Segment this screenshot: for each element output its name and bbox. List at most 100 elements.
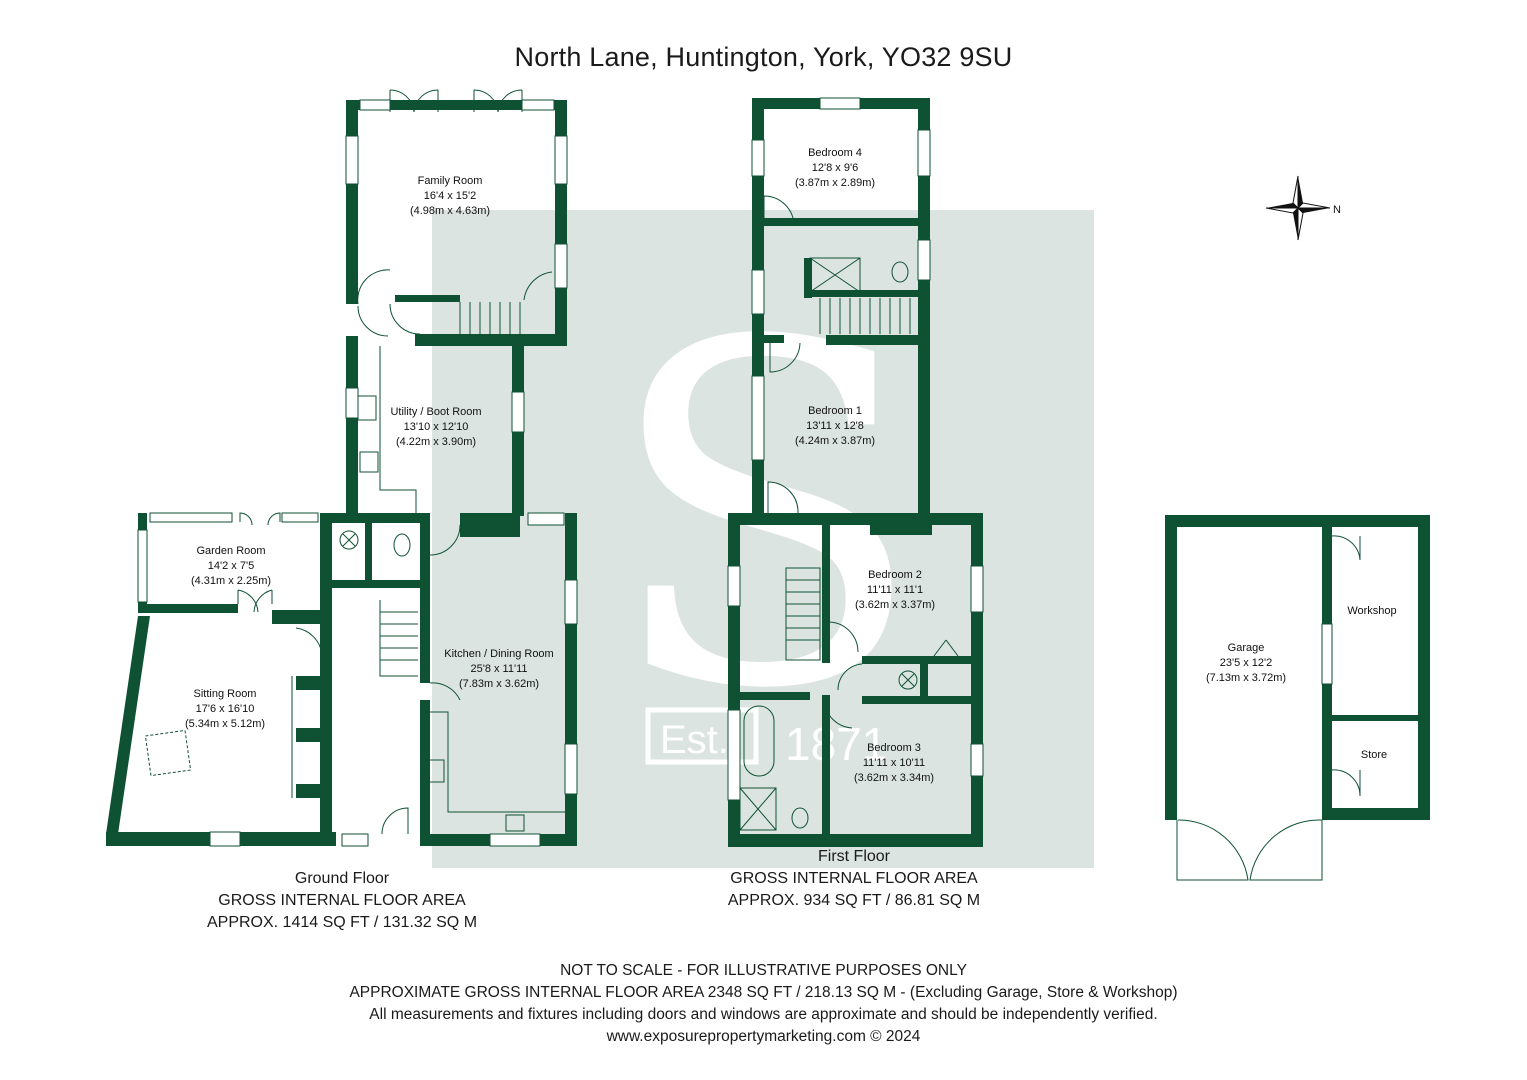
- watermark-est-box: [645, 707, 759, 765]
- window: [917, 239, 931, 281]
- shower-tray: [739, 787, 777, 831]
- wall: [804, 258, 812, 298]
- footer-line: NOT TO SCALE - FOR ILLUSTRATIVE PURPOSES…: [560, 962, 967, 979]
- window: [727, 565, 741, 607]
- door: [823, 699, 853, 729]
- window: [345, 387, 359, 419]
- wall: [740, 692, 810, 700]
- ground-floor-area-label: Ground Floor GROSS INTERNAL FLOOR AREA A…: [206, 870, 478, 931]
- wall: [346, 100, 358, 304]
- door: [769, 342, 801, 373]
- wall: [764, 218, 918, 226]
- window: [1321, 623, 1333, 685]
- door: [389, 303, 421, 335]
- window: [751, 375, 765, 461]
- stairs: [785, 567, 821, 661]
- door: [239, 512, 253, 526]
- door: [413, 89, 439, 113]
- wall: [826, 335, 926, 345]
- door: [497, 89, 523, 113]
- door: [357, 305, 389, 337]
- garage-doors: [1176, 819, 1323, 881]
- window: [554, 135, 568, 185]
- wall: [420, 700, 430, 846]
- wall: [918, 98, 930, 516]
- hob: [359, 451, 379, 473]
- wall: [971, 513, 983, 847]
- window: [751, 269, 765, 315]
- wall: [1322, 808, 1430, 820]
- footer-website-link[interactable]: www.exposurepropertymarketing.com © 2024: [606, 1028, 921, 1045]
- wall: [1165, 515, 1177, 820]
- wall: [460, 513, 520, 537]
- wc: [791, 807, 809, 829]
- wall: [420, 513, 430, 683]
- watermark-year: 1871: [785, 718, 887, 770]
- window: [727, 709, 741, 801]
- wall: [1332, 715, 1422, 721]
- window: [564, 743, 578, 795]
- wall: [1165, 808, 1177, 820]
- wall: [804, 290, 918, 297]
- boiler: [898, 670, 918, 690]
- window: [281, 512, 319, 523]
- stairs: [379, 600, 418, 677]
- door: [267, 512, 281, 526]
- window: [345, 135, 359, 185]
- wall: [395, 295, 460, 302]
- wc: [891, 261, 909, 283]
- wall: [272, 610, 332, 624]
- wall: [415, 334, 567, 346]
- wall: [332, 580, 422, 588]
- door: [1331, 769, 1361, 797]
- wall: [764, 335, 784, 343]
- wall: [1418, 515, 1430, 820]
- wall: [822, 695, 830, 835]
- wall: [346, 100, 567, 110]
- worktop: [379, 346, 417, 513]
- wall: [365, 523, 372, 588]
- first-floor-area-label: First Floor GROSS INTERNAL FLOOR AREA AP…: [727, 848, 981, 909]
- compass-north-label: N: [1333, 204, 1341, 216]
- window: [149, 512, 233, 523]
- wall: [296, 676, 326, 690]
- cupboard-door: [933, 639, 959, 657]
- window: [564, 579, 578, 625]
- window: [970, 565, 984, 613]
- wall: [565, 513, 577, 846]
- window: [489, 833, 541, 847]
- wall: [346, 336, 358, 516]
- wc: [393, 533, 411, 557]
- window: [359, 99, 391, 111]
- worktop: [430, 711, 565, 813]
- window: [511, 391, 525, 433]
- wall: [862, 696, 972, 704]
- window: [554, 243, 568, 289]
- door: [1331, 535, 1361, 561]
- bath: [743, 705, 775, 777]
- watermark-est: Est.: [660, 718, 729, 762]
- door: [763, 195, 795, 227]
- wall: [870, 513, 932, 535]
- door: [253, 589, 273, 613]
- compass-rose-icon: N: [1265, 175, 1341, 241]
- wall: [296, 784, 326, 798]
- window: [819, 97, 861, 110]
- door: [829, 621, 859, 653]
- wall: [920, 656, 928, 700]
- footer-line: All measurements and fixtures including …: [369, 1006, 1158, 1023]
- door: [295, 627, 323, 657]
- stairs: [459, 302, 521, 336]
- door: [357, 269, 391, 305]
- footer-line: APPROXIMATE GROSS INTERNAL FLOOR AREA 23…: [349, 984, 1178, 1001]
- window: [137, 529, 148, 603]
- shower-tray: [809, 257, 861, 293]
